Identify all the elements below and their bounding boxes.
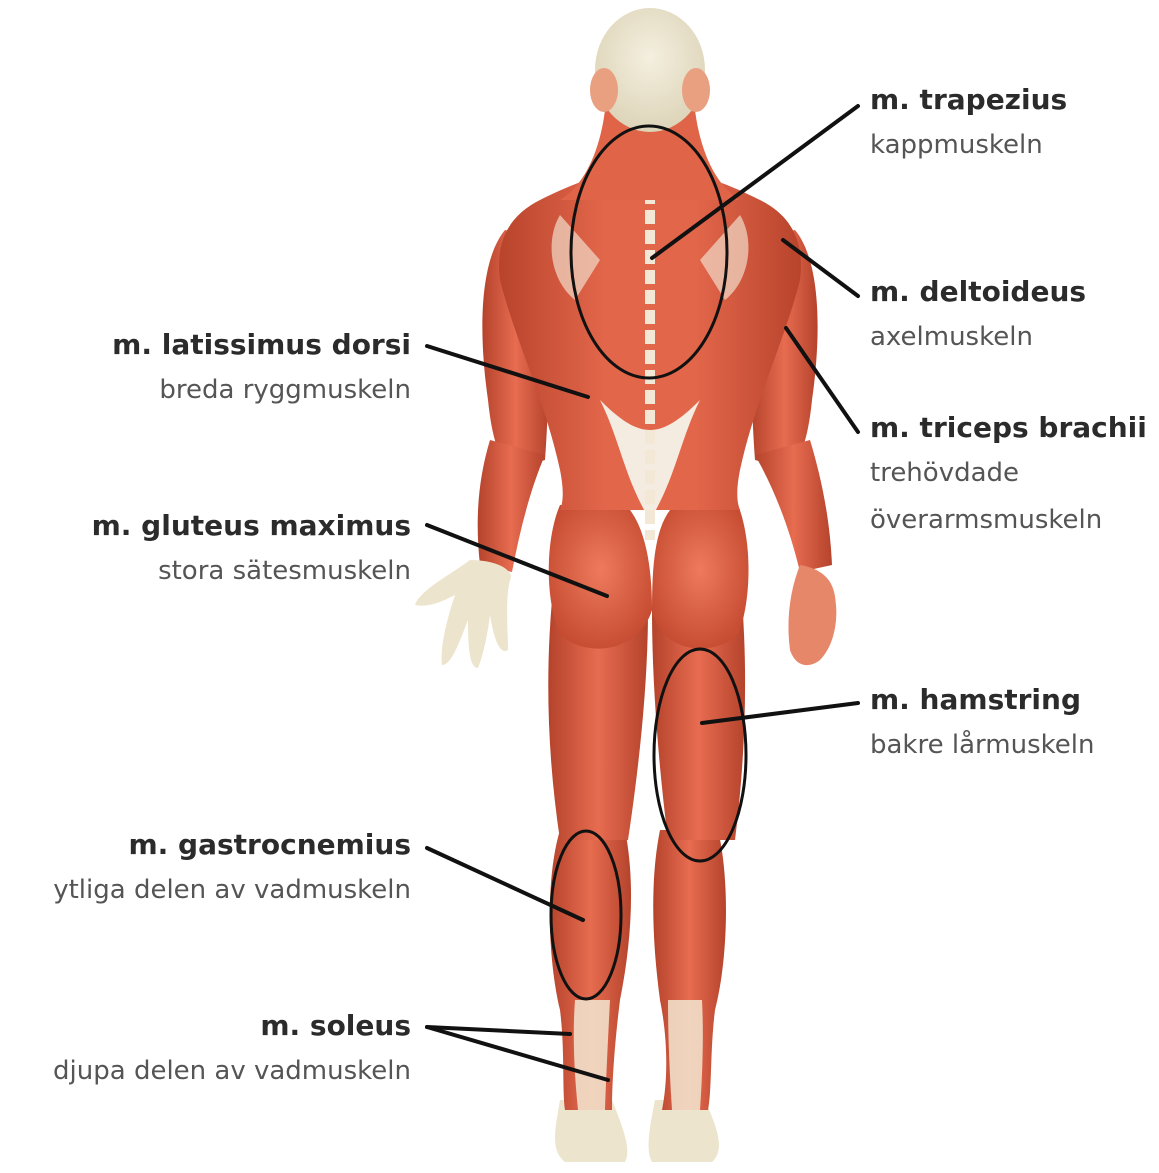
right-achilles [668,1000,703,1110]
label-soleus: m. soleus djupa delen av vadmuskeln [53,1012,411,1084]
head [595,8,705,132]
label-trapezius: m. trapezius kappmuskeln [870,86,1067,158]
label-triceps: m. triceps brachii trehövdade överarmsmu… [870,414,1147,544]
left-ear [590,68,618,112]
label-gastrocnemius: m. gastrocnemius ytliga delen av vadmusk… [53,831,411,903]
right-forearm [755,440,832,572]
gluteus-common-name: stora sätesmuskeln [92,558,411,584]
hamstring-common-name: bakre lårmuskeln [870,732,1094,758]
right-ear [682,68,710,112]
label-gluteus: m. gluteus maximus stora sätesmuskeln [92,512,411,584]
gastrocnemius-latin-name: m. gastrocnemius [53,831,411,859]
soleus-common-name: djupa delen av vadmuskeln [53,1058,411,1084]
triceps-common-name-line2: överarmsmuskeln [870,497,1147,544]
hamstring-latin-name: m. hamstring [870,686,1094,714]
left-achilles [574,1000,610,1110]
soleus-latin-name: m. soleus [53,1012,411,1040]
label-deltoideus: m. deltoideus axelmuskeln [870,278,1086,350]
right-hand [788,565,836,665]
trapezius-common-name: kappmuskeln [870,132,1067,158]
deltoideus-latin-name: m. deltoideus [870,278,1086,306]
trapezius-latin-name: m. trapezius [870,86,1067,114]
latissimus-common-name: breda ryggmuskeln [112,377,411,403]
label-hamstring: m. hamstring bakre lårmuskeln [870,686,1094,758]
gluteus-latin-name: m. gluteus maximus [92,512,411,540]
triceps-latin-name: m. triceps brachii [870,414,1147,442]
human-figure-back-view [415,8,836,1162]
triceps-common-name-line1: trehövdade [870,450,1147,497]
left-gluteus [549,505,652,649]
label-latissimus: m. latissimus dorsi breda ryggmuskeln [112,331,411,403]
deltoideus-common-name: axelmuskeln [870,324,1086,350]
gastrocnemius-common-name: ytliga delen av vadmuskeln [53,877,411,903]
left-forearm [478,440,545,572]
left-hand [415,560,511,668]
latissimus-latin-name: m. latissimus dorsi [112,331,411,359]
right-gluteus [652,505,749,649]
